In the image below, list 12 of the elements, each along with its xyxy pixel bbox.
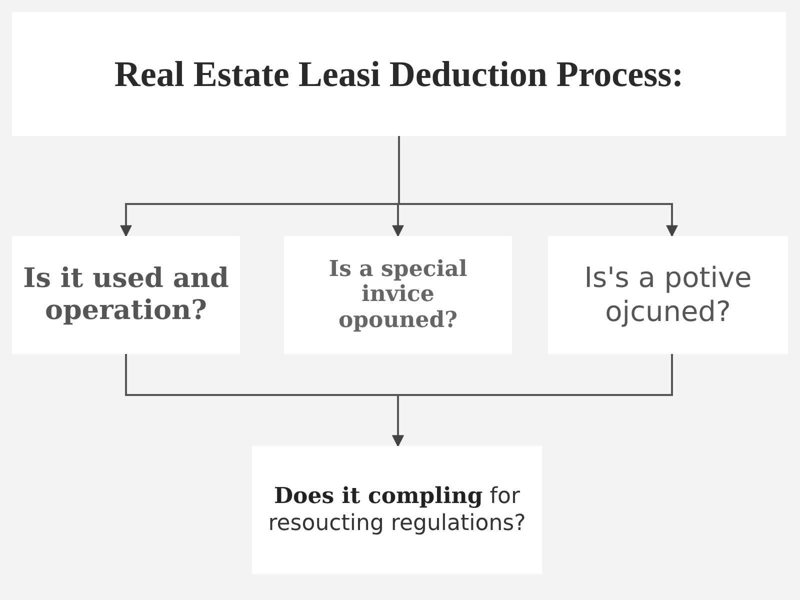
question-box — [284, 236, 512, 354]
arrow — [392, 354, 673, 448]
title-text: Real Estate Leasi Deduction Process: — [114, 52, 684, 96]
title-box — [12, 12, 786, 136]
process-box — [252, 446, 542, 574]
question-box — [12, 236, 240, 354]
node-text: Is it used and operation? — [22, 262, 230, 328]
node-text: Does it compling for resoucting regulations? — [267, 482, 527, 538]
node-text: Is a special invice opouned? — [328, 257, 468, 333]
node-text: Is's a potive ojcuned? — [583, 261, 753, 329]
arrow — [398, 136, 678, 238]
question-box — [548, 236, 788, 354]
